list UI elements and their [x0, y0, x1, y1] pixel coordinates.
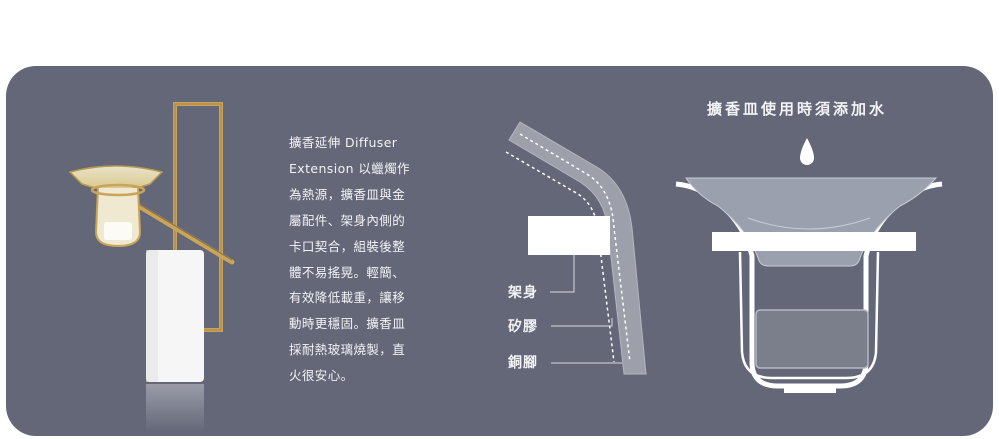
- desc-line: 體不易搖晃。輕簡、: [289, 264, 406, 280]
- dish-diagram-title: 擴香皿使用時須添加水: [707, 100, 888, 118]
- desc-line: 擴香延伸 Diffuser: [289, 135, 398, 150]
- product-description: 擴香延伸 Diffuser Extension 以蠟燭作 為熱源，擴香皿與金 屬…: [289, 130, 439, 389]
- desc-line: Extension 以蠟燭作: [289, 160, 410, 176]
- holder-band: [712, 232, 916, 251]
- cylinder-reflection: [146, 384, 204, 432]
- dish-diagram: [675, 138, 943, 393]
- desc-line: 為熱源，擴香皿與金: [289, 186, 406, 202]
- desc-line: 有效降低載重，讓移: [289, 290, 406, 306]
- product-image: [68, 102, 235, 432]
- desc-line: 火很安心。: [289, 368, 354, 384]
- desc-line: 動時更穩固。擴香皿: [289, 316, 406, 332]
- glass-dish: [685, 177, 938, 267]
- label-copper-foot: 銅腳: [508, 355, 538, 371]
- candle-cup: [755, 309, 869, 369]
- label-silicone: 矽膠: [508, 319, 538, 335]
- label-frame-body: 架身: [508, 285, 538, 301]
- desc-line: 採耐熱玻璃燒製，直: [289, 342, 406, 358]
- white-cylinder: [146, 250, 204, 382]
- water-drop-icon: [800, 138, 814, 165]
- desc-line: 卡口契合，組裝後整: [289, 238, 406, 254]
- silicone-block: [528, 216, 610, 255]
- frame-tube: [508, 121, 647, 375]
- glass-diffuser-dish: [68, 165, 164, 191]
- desc-line: 屬配件、架身內側的: [289, 212, 406, 228]
- parts-diagram: [505, 121, 647, 375]
